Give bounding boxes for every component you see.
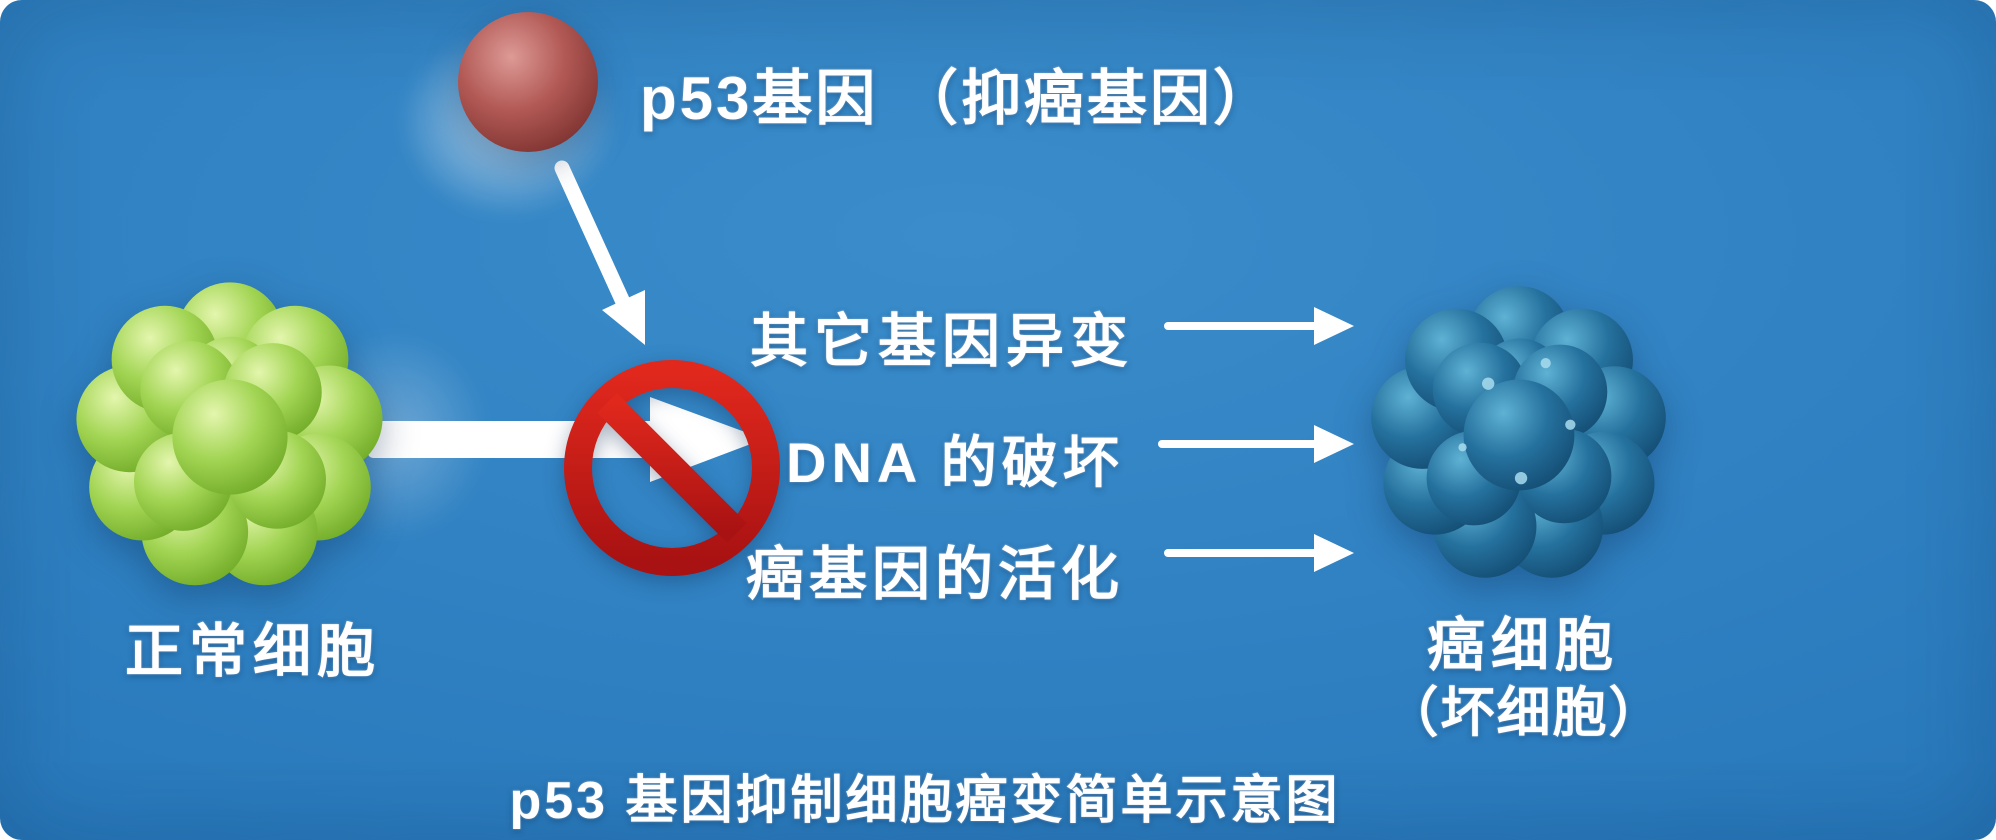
p53-action-arrow [554, 160, 645, 345]
p53-gene-label: p53基因 （抑癌基因） [640, 65, 1277, 132]
cancer-cell-illustration [1371, 286, 1666, 578]
normal-cell-illustration [76, 282, 383, 586]
p53-gene-sphere [458, 12, 598, 152]
pathway-label-gene-mutation: 其它基因异变 [750, 309, 1135, 374]
cancer-cell-label: 癌细胞 [1426, 613, 1619, 678]
pathway-arrow-3 [1164, 534, 1354, 572]
pathway-arrow-1 [1164, 307, 1354, 345]
pathway-label-dna-damage: DNA 的破坏 [786, 431, 1124, 494]
pathway-arrow-2 [1158, 425, 1354, 463]
normal-cell-label: 正常细胞 [124, 619, 381, 684]
prohibition-icon [564, 360, 780, 576]
diagram-caption: p53 基因抑制细胞癌变简单示意图 [509, 772, 1341, 830]
pathway-label-oncogene-activation: 癌基因的活化 [746, 542, 1125, 607]
cancer-cell-sublabel: （坏细胞） [1384, 683, 1665, 743]
